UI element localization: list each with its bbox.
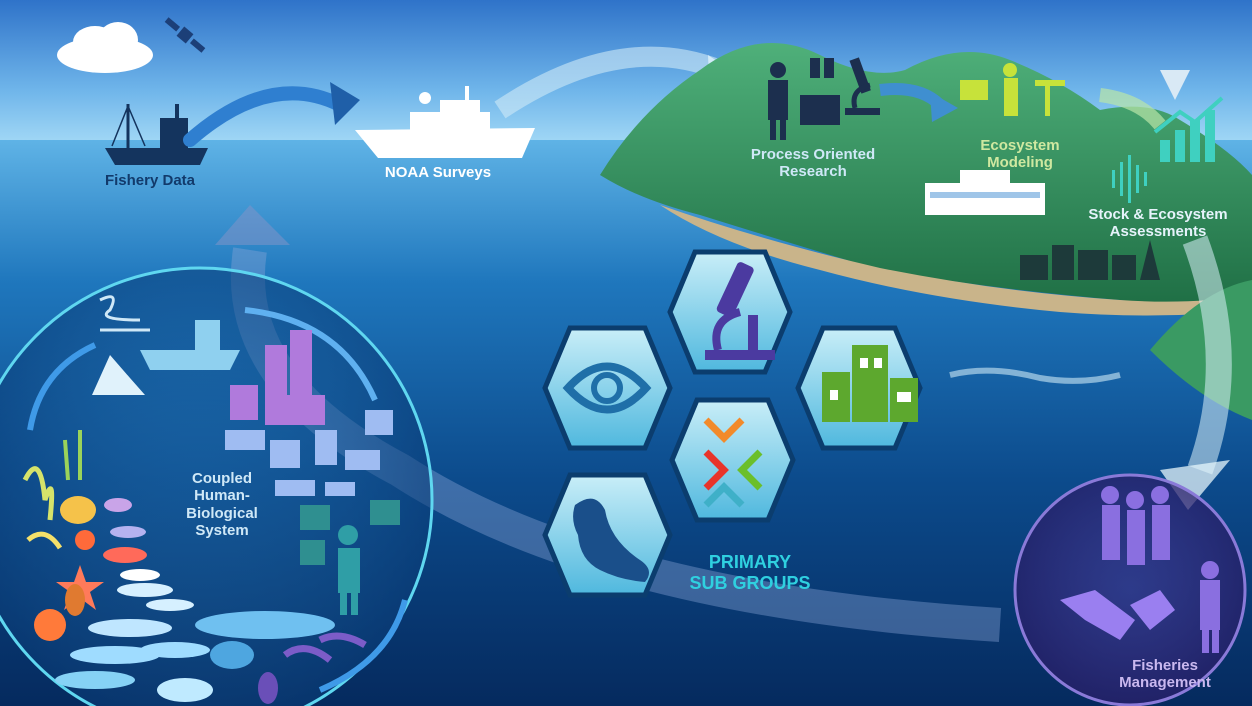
handshake-icon xyxy=(1060,590,1175,640)
microscope-research-icon xyxy=(845,57,880,115)
iceberg-icon xyxy=(92,355,145,395)
label-ecosystem-modeling-line2: Modeling xyxy=(987,154,1053,172)
label-coupled-line1: Coupled xyxy=(192,470,252,487)
seal-icon xyxy=(573,498,649,582)
manager-person-icon xyxy=(1200,561,1220,653)
cycle-arrow-lower xyxy=(318,599,408,693)
wind-icon xyxy=(99,295,150,332)
label-process-research-line2: Research xyxy=(779,163,847,181)
sonar-wave-icon xyxy=(1112,155,1147,203)
converging-arrows-icon xyxy=(703,417,763,508)
label-management-line1: Fisheries xyxy=(1132,657,1198,674)
arrow-to-surveys xyxy=(183,86,347,147)
arrow-to-management xyxy=(1182,235,1232,475)
hexagon-observation xyxy=(542,325,673,451)
label-management-line2: Management xyxy=(1119,674,1211,692)
label-assessments: Stock & Ecosystem Assessments xyxy=(1078,206,1238,241)
label-coupled-system: Coupled Human- Biological System xyxy=(172,470,272,539)
label-fisheries-management: Fisheries Management xyxy=(1100,657,1230,692)
cycle-arrow-upper xyxy=(244,307,378,402)
fisher-person-icon xyxy=(338,525,360,615)
hexagon-integration xyxy=(669,397,796,523)
cycle-arrow-left xyxy=(27,342,97,431)
noaa-ship-icon xyxy=(355,86,535,158)
arrow-head-modeling xyxy=(930,92,958,122)
beach xyxy=(660,205,1252,316)
hexagon-research xyxy=(667,249,793,375)
eye-icon xyxy=(562,362,652,414)
transportation-icons xyxy=(225,410,393,496)
vessel-icon xyxy=(140,320,240,370)
marine-life-icons xyxy=(22,430,367,704)
arrow-to-assessments xyxy=(1098,88,1166,130)
bar-chart-icon xyxy=(1153,96,1224,162)
label-assessments-line2: Assessments xyxy=(1109,223,1207,241)
cloud-icon xyxy=(57,22,153,73)
laboratory-building-icon xyxy=(925,170,1045,215)
label-assessments-line1: Stock & Ecosystem xyxy=(1088,206,1228,223)
modeler-computer-icon xyxy=(960,63,1065,116)
stakeholders-icon xyxy=(1101,486,1170,565)
island-landmass xyxy=(600,43,1252,305)
management-circle xyxy=(1013,473,1247,706)
satellite-icon xyxy=(164,17,206,53)
town-icon xyxy=(1020,240,1160,280)
label-noaa-surveys: NOAA Surveys xyxy=(384,164,492,181)
label-primary-line1: PRIMARY xyxy=(708,552,792,572)
label-process-research: Process Oriented Research xyxy=(738,146,888,181)
label-primary-sub-groups: PRIMARY SUB GROUPS xyxy=(665,552,835,593)
microscope-icon xyxy=(705,262,775,360)
label-coupled-line3: Biological xyxy=(186,504,258,522)
arrow-to-research xyxy=(494,46,724,119)
city-buildings-icon xyxy=(230,330,325,425)
arrow-head-fishery xyxy=(215,205,290,245)
arrow-head-surveys xyxy=(330,82,360,125)
label-primary-line2: SUB GROUPS xyxy=(689,572,811,593)
label-coupled-line2: Human- xyxy=(194,487,250,505)
label-ecosystem-modeling-line1: Ecosystem xyxy=(980,137,1060,154)
hexagon-human-communities xyxy=(795,325,923,451)
buildings-icon xyxy=(822,345,918,422)
hexagon-protected-species xyxy=(542,472,673,598)
wave-streak xyxy=(949,367,1121,384)
label-ecosystem-modeling: Ecosystem Modeling xyxy=(965,137,1075,172)
label-coupled-line4: System xyxy=(195,521,249,539)
recreation-icons xyxy=(300,500,400,565)
label-fishery-data: Fishery Data xyxy=(104,172,196,189)
antenna-icon xyxy=(1160,70,1190,100)
label-process-research-line1: Process Oriented xyxy=(750,146,876,163)
arrow-head-management xyxy=(1160,460,1230,510)
fishing-boat-icon xyxy=(105,104,208,165)
researcher-binoculars-icon xyxy=(768,58,840,140)
